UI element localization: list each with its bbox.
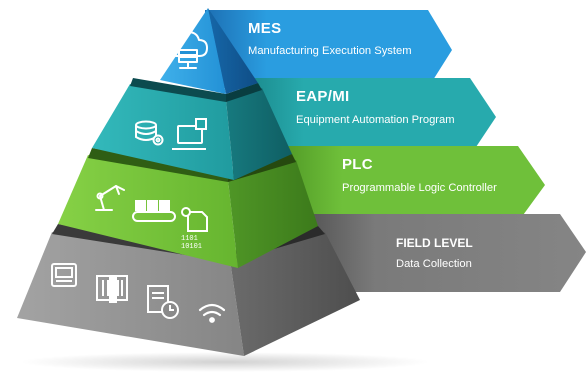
terminal-device-icon xyxy=(51,263,77,287)
conveyor-belt-icon xyxy=(132,200,176,222)
binary-code-gear-icon xyxy=(181,207,208,232)
eap-subtitle: Equipment Automation Program xyxy=(296,114,455,126)
field-title: FIELD LEVEL xyxy=(396,236,473,250)
eap-block xyxy=(92,78,292,180)
binary-text-2: 10101 xyxy=(181,243,202,251)
field-arrow-banner xyxy=(305,214,586,292)
eap-title: EAP/MI xyxy=(296,88,350,105)
ground-shadow xyxy=(20,352,430,372)
robot-arm-icon xyxy=(95,185,125,211)
database-gear-icon xyxy=(135,120,164,146)
plc-arrow-banner xyxy=(275,146,545,222)
mes-title: MES xyxy=(248,20,282,37)
wifi-icon xyxy=(198,303,226,323)
cloud-server-icon xyxy=(167,31,208,69)
plc-subtitle: Programmable Logic Controller xyxy=(342,182,497,194)
field-subtitle: Data Collection xyxy=(396,258,472,270)
eap-arrow-banner xyxy=(240,78,496,156)
mes-arrow-banner xyxy=(205,10,452,88)
computer-monitor-icon xyxy=(172,118,207,150)
mes-subtitle: Manufacturing Execution System xyxy=(248,45,412,57)
plc-title: PLC xyxy=(342,156,373,173)
document-clock-icon xyxy=(147,285,179,319)
binary-text-1: 1101 xyxy=(181,235,198,243)
barcode-scanner-icon xyxy=(96,275,128,303)
